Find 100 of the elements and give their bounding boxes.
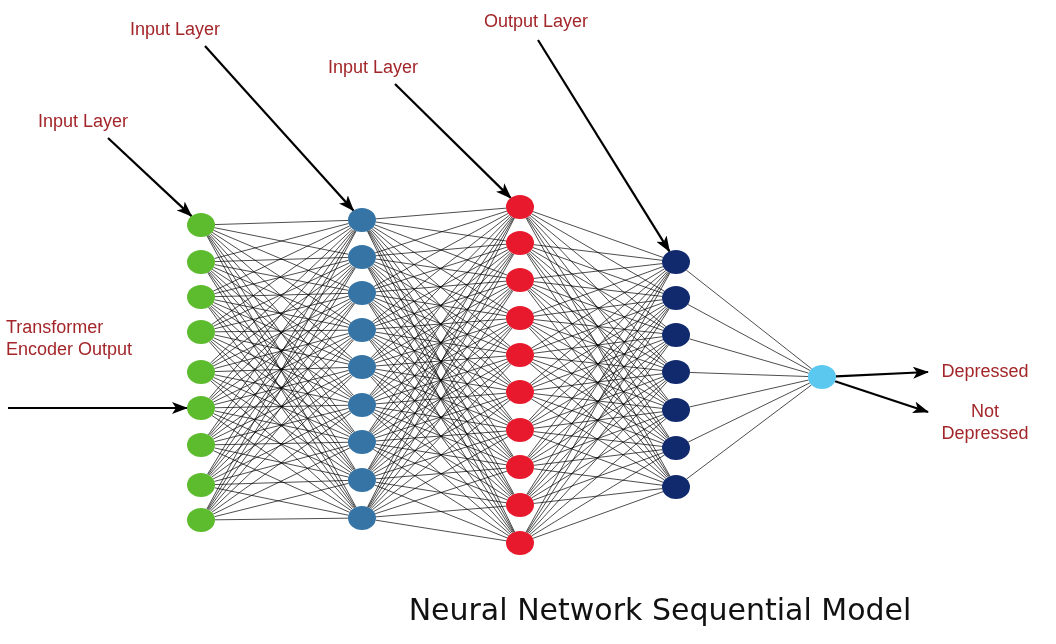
neuron: [187, 250, 215, 274]
connection-line: [371, 287, 511, 398]
neuron: [187, 473, 215, 497]
arrow: [835, 366, 929, 379]
connection-line: [529, 270, 667, 384]
connection-line: [686, 384, 812, 480]
output-label: Depressed: [941, 360, 1029, 382]
connection-line: [527, 216, 669, 401]
connection-line: [375, 258, 507, 279]
neuron: [662, 398, 690, 422]
neuron: [808, 365, 836, 389]
connection-line: [371, 228, 511, 347]
connection-line: [370, 376, 512, 534]
connection-line: [374, 321, 508, 364]
connection-line: [370, 251, 512, 397]
connection-line: [688, 338, 810, 374]
layer-label: Input Layer: [38, 110, 129, 132]
neuron: [506, 493, 534, 517]
connection-line: [371, 265, 511, 384]
connection-line: [374, 446, 508, 501]
connection-line: [532, 211, 664, 258]
connection-line: [373, 213, 509, 287]
connection-line: [372, 299, 510, 386]
connection-line: [531, 304, 665, 386]
connection-line: [526, 253, 670, 477]
connection-line: [374, 224, 508, 276]
connection-line: [528, 327, 668, 478]
connection-line: [533, 393, 663, 409]
connection-line: [529, 418, 667, 535]
connection-line: [375, 294, 507, 317]
connection-line: [369, 216, 513, 396]
neuron: [662, 323, 690, 347]
neuron: [506, 268, 534, 292]
connection-line: [373, 286, 509, 361]
connection-line: [371, 250, 511, 360]
connection-line: [371, 375, 511, 497]
connection-line: [375, 392, 507, 405]
neuron: [348, 430, 376, 454]
neuron: [506, 418, 534, 442]
connection-line: [533, 356, 663, 371]
arrow: [204, 45, 355, 212]
connection-line: [375, 505, 507, 518]
diagram-title: Neural Network Sequential Model: [407, 592, 913, 627]
connection-line: [374, 210, 508, 254]
connection-line: [374, 261, 508, 314]
neuron: [662, 360, 690, 384]
arrow: [394, 83, 512, 199]
connection-line: [532, 376, 664, 426]
connection-line: [533, 411, 663, 429]
neuron: [348, 468, 376, 492]
connection-line: [533, 263, 663, 279]
connection-line: [374, 409, 508, 463]
connection-line: [375, 368, 507, 391]
connection-line: [369, 289, 513, 471]
connection-line: [373, 436, 509, 512]
neuron: [348, 281, 376, 305]
connection-line: [685, 269, 813, 370]
connection-line: [528, 344, 668, 496]
connection-line: [373, 263, 509, 349]
connection-line: [374, 484, 508, 539]
connection-line: [526, 272, 670, 495]
connection-line: [533, 468, 663, 486]
connection-line: [374, 283, 508, 327]
connection-line: [374, 433, 508, 477]
connection-line: [532, 302, 664, 351]
neuron: [187, 213, 215, 237]
neuron: [348, 245, 376, 269]
connection-line: [533, 373, 663, 391]
connection-line: [375, 355, 507, 367]
connection-line: [214, 220, 349, 225]
connection-line: [369, 339, 513, 534]
connection-line: [533, 336, 663, 354]
connection-line: [372, 336, 510, 424]
connection-line: [531, 378, 665, 461]
connection-line: [374, 371, 508, 426]
neuron: [506, 380, 534, 404]
neuron: [506, 455, 534, 479]
neuron: [662, 250, 690, 274]
connection-line: [533, 299, 663, 317]
connection-line: [371, 301, 511, 422]
connection-line: [371, 338, 511, 459]
connection-line: [528, 289, 668, 439]
connection-line: [529, 326, 667, 440]
connection-line: [375, 406, 507, 429]
connection-line: [531, 361, 665, 442]
arrow: [537, 39, 671, 253]
connection-line: [374, 470, 508, 515]
connection-line: [375, 318, 507, 330]
arrow: [107, 137, 193, 217]
connection-line: [375, 221, 507, 242]
connection-line: [529, 380, 667, 497]
connection-line: [531, 286, 665, 366]
connection-line: [527, 307, 669, 496]
neuron: [348, 506, 376, 530]
connection-line: [687, 304, 811, 371]
connection-line: [214, 257, 349, 262]
connection-line: [373, 226, 509, 312]
connection-line: [374, 297, 508, 351]
connection-line: [531, 454, 665, 537]
neuron: [348, 208, 376, 232]
